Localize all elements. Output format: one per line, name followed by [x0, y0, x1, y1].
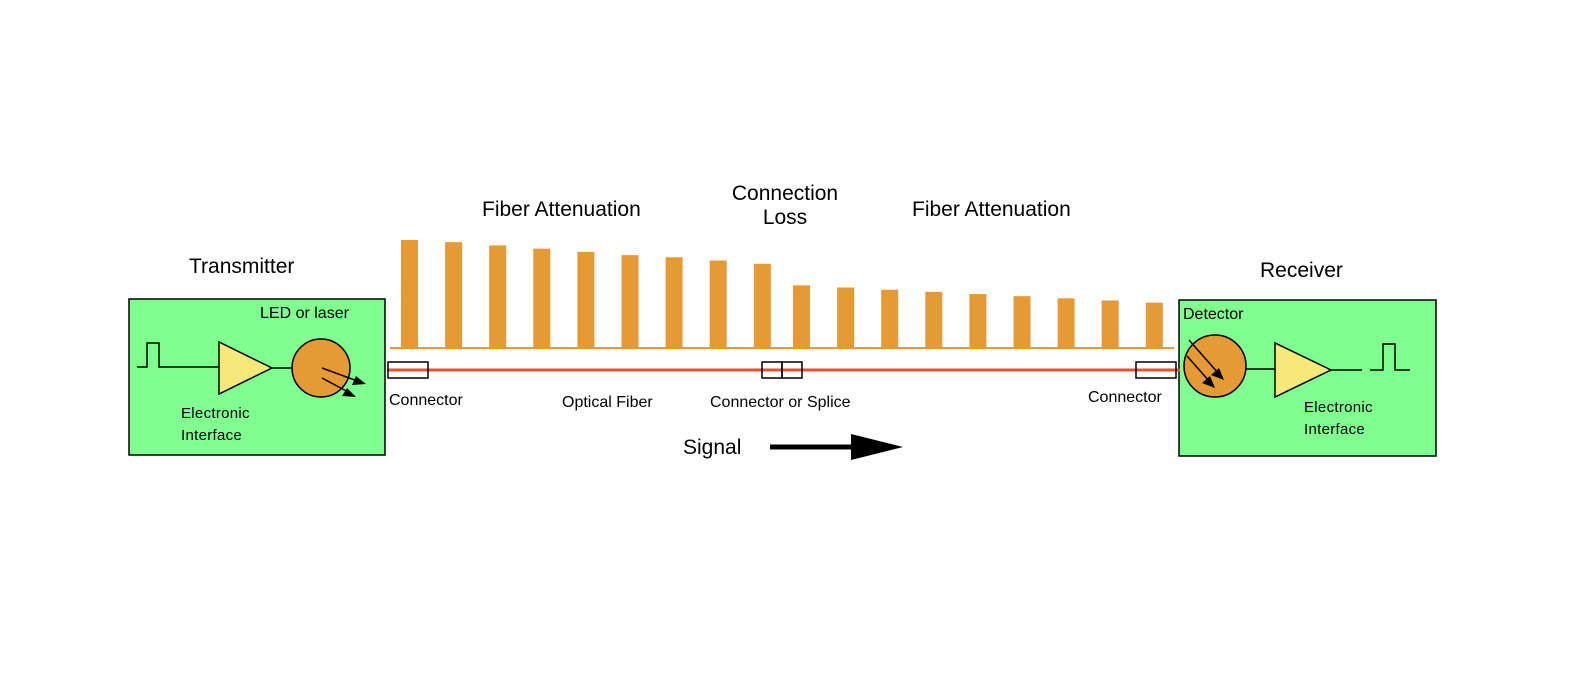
splice-right-half — [781, 361, 803, 379]
pulse-bar-before-6 — [621, 255, 639, 348]
emission-arrowhead-2 — [342, 388, 356, 397]
emission-arrow-2 — [321, 377, 351, 394]
pulse-bar-after-6 — [1013, 296, 1031, 348]
pulse-bar-after-3 — [881, 289, 899, 348]
pulse-bar-after-2 — [837, 287, 855, 348]
pulse-bar-before-2 — [445, 242, 463, 348]
pulse-bar-before-4 — [533, 248, 551, 348]
connection-loss-line1: Connection — [731, 182, 839, 205]
pulse-bar-after-1 — [793, 285, 810, 348]
tx-interface-label: Electronic Interface — [181, 405, 250, 445]
receiver-title: Receiver — [1260, 259, 1343, 282]
signal-arrowhead — [851, 434, 903, 460]
detector-label: Detector — [1183, 306, 1244, 323]
rx-output-pulse — [1370, 343, 1410, 371]
detect-arrow-1 — [1188, 339, 1220, 375]
pulse-bar-after-9 — [1145, 302, 1163, 348]
pulse-bar-after-7 — [1057, 298, 1075, 348]
led-laser-label: LED or laser — [260, 305, 349, 322]
pulse-bar-before-8 — [709, 260, 727, 348]
pulse-bar-before-3 — [489, 245, 507, 348]
detect-arrowhead-1 — [1211, 368, 1224, 380]
signal-label: Signal — [683, 436, 742, 459]
connector-left-shape — [387, 361, 429, 379]
rx-amplifier — [1274, 341, 1333, 399]
pulse-bar-before-5 — [577, 251, 595, 348]
fiber-attenuation-right-label: Fiber Attenuation — [912, 198, 1071, 221]
tx-input-pulse — [137, 342, 180, 368]
tx-amplifier — [218, 340, 274, 396]
optical-fiber-label: Optical Fiber — [562, 394, 653, 411]
emission-arrow-1 — [321, 367, 361, 383]
transmitter-title: Transmitter — [189, 255, 295, 278]
fiber-attenuation-left-label: Fiber Attenuation — [482, 198, 641, 221]
pulse-bar-before-1 — [401, 240, 418, 348]
pulse-bar-before-7 — [665, 257, 683, 348]
led-laser-source — [291, 338, 351, 398]
rx-interface-line2: Interface — [1304, 421, 1366, 439]
connector-or-splice-label: Connector or Splice — [710, 394, 851, 411]
detect-arrowhead-2 — [1202, 376, 1215, 388]
rx-interface-label: Electronic Interface — [1304, 399, 1373, 439]
tx-interface-line2: Interface — [181, 427, 243, 445]
emission-arrowhead-1 — [352, 376, 366, 385]
pulse-bar-before-9 — [753, 263, 771, 348]
attenuation-pulses — [390, 240, 1174, 349]
connection-loss-line2: Loss — [762, 206, 808, 230]
connector-right-shape — [1135, 361, 1177, 379]
connector-left-label: Connector — [389, 392, 463, 409]
connection-loss-label: Connection Loss — [715, 182, 855, 230]
detect-arrow-2 — [1186, 355, 1211, 383]
pulse-bar-after-5 — [969, 294, 987, 348]
connector-right-label: Connector — [1088, 389, 1162, 406]
rx-interface-line1: Electronic — [1304, 399, 1373, 416]
detector — [1183, 334, 1247, 398]
tx-interface-line1: Electronic — [181, 405, 250, 422]
pulse-bar-after-8 — [1101, 300, 1119, 348]
pulse-bar-after-4 — [925, 291, 943, 348]
